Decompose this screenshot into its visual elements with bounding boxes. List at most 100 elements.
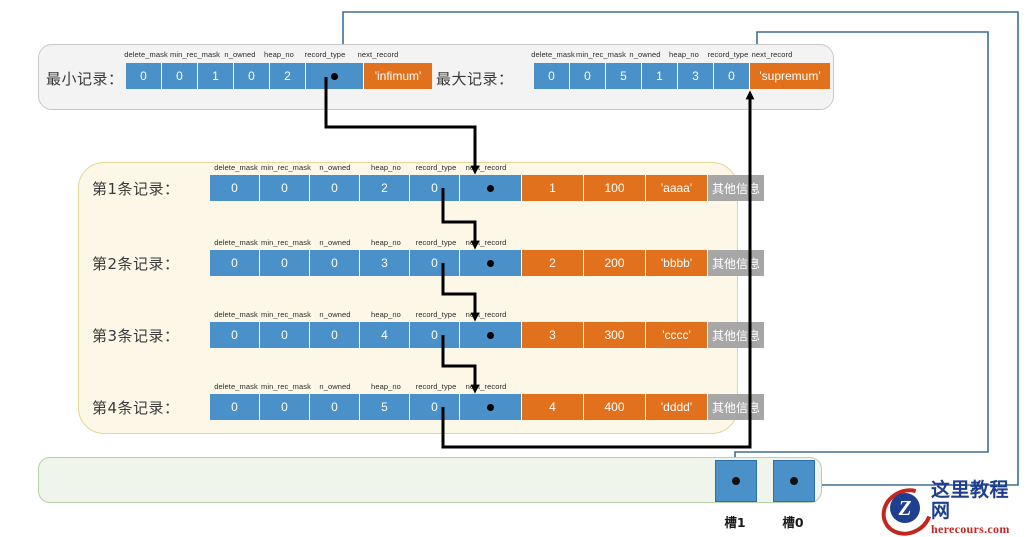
caption-heap-no: heap_no [669,50,699,59]
caption-heap-no: heap_no [371,163,401,172]
caption-n-owned: n_owned [319,310,351,319]
cell-min-rec-mask: 0 [260,250,310,276]
cell-other-info: 其他信息 [708,250,764,276]
cell-record-type: 2 [270,63,306,89]
caption-next-record: next_record [465,382,507,391]
logo-letter: Z [890,493,920,523]
record-row-3: 0 0 0 4 0 3 300 'cccc' 其他信息 [210,322,764,348]
cell-column-2: 200 [584,250,646,276]
cell-record-type: 3 [678,63,714,89]
cell-column-1: 1 [522,175,584,201]
cell-n-owned: 5 [606,63,642,89]
caption-record-type: record_type [415,163,457,172]
cell-next-record-pointer [460,394,522,420]
caption-heap-no: heap_no [371,238,401,247]
cell-infimum-tag: 'infimum' [364,63,432,89]
cell-next-record-pointer [460,322,522,348]
caption-record-type: record_type [415,382,457,391]
cell-delete-mask: 0 [210,250,260,276]
caption-record-type: record_type [304,50,346,59]
caption-heap-no: heap_no [371,310,401,319]
cell-supremum-tag: 'supremum' [750,63,830,89]
cell-record-type: 0 [410,250,460,276]
cell-other-info: 其他信息 [708,175,764,201]
pointer-dot-icon [487,403,494,411]
caption-heap-no: heap_no [264,50,294,59]
record-row-4: 0 0 0 5 0 4 400 'dddd' 其他信息 [210,394,764,420]
caption-next-record: next_record [465,310,507,319]
caption-heap-no: heap_no [371,382,401,391]
slot-1-label: 槽1 [724,515,746,530]
pointer-dot-icon [331,72,338,80]
cell-min-rec-mask: 0 [570,63,606,89]
cell-n-owned: 0 [310,250,360,276]
record-row-2: 0 0 0 3 0 2 200 'bbbb' 其他信息 [210,250,764,276]
cell-n-owned: 1 [198,63,234,89]
cell-column-3: 'aaaa' [646,175,708,201]
watermark-site-domain: herecours.com [931,522,1010,536]
record-2-captions: delete_mask min_rec_mask n_owned heap_no… [210,238,506,250]
cell-delete-mask: 0 [126,63,162,89]
cell-heap-no: 5 [360,394,410,420]
caption-delete-mask: delete_mask [214,310,258,319]
caption-min-rec-mask: min_rec_mask [261,382,311,391]
max-record-strip: 0 0 5 1 3 0 'supremum' [534,63,830,89]
cell-delete-mask: 0 [534,63,570,89]
record-1-captions: delete_mask min_rec_mask n_owned heap_no… [210,163,506,175]
cell-heap-no: 3 [360,250,410,276]
cell-delete-mask: 0 [210,322,260,348]
cell-delete-mask: 0 [210,175,260,201]
cell-min-rec-mask: 0 [162,63,198,89]
site-watermark: Z 这里教程网 herecours.com [873,479,1026,537]
caption-next-record: next_record [465,163,507,172]
caption-next-record: next_record [751,50,793,59]
cell-delete-mask: 0 [210,394,260,420]
cell-record-type: 0 [410,175,460,201]
cell-column-2: 100 [584,175,646,201]
cell-n-owned: 0 [310,322,360,348]
cell-next-record-pointer [460,175,522,201]
caption-min-rec-mask: min_rec_mask [170,50,220,59]
cell-next-record-pointer [306,63,364,89]
cell-column-1: 3 [522,322,584,348]
page-directory-panel [38,457,822,503]
caption-record-type: record_type [707,50,749,59]
watermark-site-name-cn: 这里教程网 [931,479,1010,522]
cell-record-type: 0 [410,394,460,420]
cell-min-rec-mask: 0 [260,322,310,348]
cell-column-1: 2 [522,250,584,276]
pointer-dot-icon [487,184,494,192]
cell-heap-no: 4 [360,322,410,348]
record-4-captions: delete_mask min_rec_mask n_owned heap_no… [210,382,506,394]
cell-column-2: 300 [584,322,646,348]
cell-min-rec-mask: 0 [260,175,310,201]
min-record-captions: delete_mask min_rec_mask n_owned heap_no… [124,50,398,62]
caption-next-record: next_record [357,50,399,59]
slot-0[interactable] [773,460,815,502]
caption-n-owned: n_owned [319,163,351,172]
caption-n-owned: n_owned [629,50,661,59]
slot-1[interactable] [715,460,757,502]
cell-n-owned: 0 [310,394,360,420]
cell-n-owned: 0 [310,175,360,201]
pointer-dot-icon [732,477,740,485]
caption-min-rec-mask: min_rec_mask [576,50,626,59]
cell-min-rec-mask: 0 [260,394,310,420]
record-3-label: 第3条记录： [92,327,180,345]
cell-other-info: 其他信息 [708,394,764,420]
cell-heap-no: 0 [234,63,270,89]
caption-delete-mask: delete_mask [531,50,575,59]
max-record-captions: delete_mask min_rec_mask n_owned heap_no… [531,50,792,62]
cell-record-type: 0 [410,322,460,348]
min-record-strip: 0 0 1 0 2 'infimum' [126,63,432,89]
pointer-dot-icon [487,259,494,267]
cell-column-1: 4 [522,394,584,420]
caption-delete-mask: delete_mask [214,238,258,247]
pointer-dot-icon [790,477,798,485]
caption-delete-mask: delete_mask [214,163,258,172]
watermark-text: 这里教程网 herecours.com [931,479,1026,537]
cell-column-2: 400 [584,394,646,420]
caption-delete-mask: delete_mask [124,50,168,59]
watermark-logo-icon: Z [873,479,941,537]
record-row-1: 0 0 0 2 0 1 100 'aaaa' 其他信息 [210,175,764,201]
